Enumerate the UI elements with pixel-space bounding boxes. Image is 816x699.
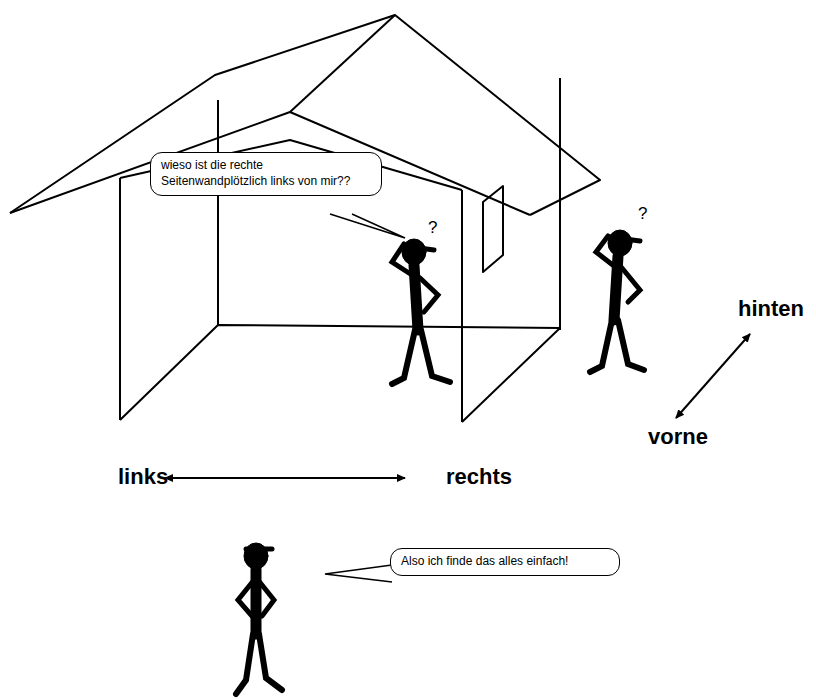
front-right-post bbox=[461, 190, 463, 422]
bubble-text: Also ich finde das alles einfach! bbox=[401, 554, 609, 570]
back-right-post bbox=[559, 78, 561, 330]
direction-label: hinten bbox=[738, 296, 804, 322]
back-left-post bbox=[217, 100, 219, 325]
direction-label: links bbox=[118, 464, 168, 490]
front-back-arrow bbox=[676, 334, 750, 418]
stick-figure bbox=[392, 239, 450, 384]
roof-outline bbox=[10, 15, 600, 215]
stick-figure bbox=[590, 230, 644, 372]
bubble-tail bbox=[330, 214, 405, 238]
floor-line bbox=[120, 325, 560, 422]
speech-bubble: Also ich finde das alles einfach! bbox=[390, 548, 620, 576]
bubble-text: wieso ist die rechte Seitenwandplötzlich… bbox=[161, 158, 371, 189]
house-frame bbox=[10, 15, 600, 422]
speech-bubble: wieso ist die rechte Seitenwandplötzlich… bbox=[150, 152, 382, 196]
window bbox=[483, 186, 503, 272]
direction-label: vorne bbox=[648, 424, 708, 450]
question-mark: ? bbox=[638, 204, 647, 224]
question-mark: ? bbox=[428, 218, 437, 238]
front-left-post bbox=[119, 178, 121, 420]
front-gable bbox=[10, 112, 530, 215]
stick-figure bbox=[236, 543, 282, 694]
roof-ridge bbox=[290, 15, 395, 112]
direction-label: rechts bbox=[446, 464, 512, 490]
left-right-arrow bbox=[165, 477, 405, 479]
bubble-tail bbox=[325, 565, 392, 582]
